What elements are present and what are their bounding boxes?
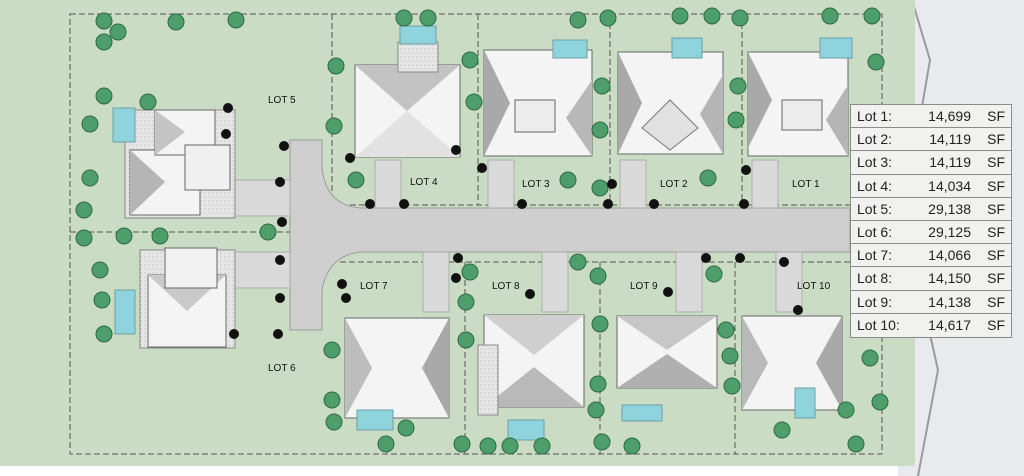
area-row-lot-5: Lot 5: 29,138 SF: [851, 198, 1011, 221]
area-value: 14,034: [928, 177, 971, 194]
house-icon: [477, 314, 585, 416]
area-row-lot-8: Lot 8: 14,150 SF: [851, 267, 1011, 291]
lot-label-9[interactable]: LOT 9: [630, 281, 658, 292]
area-row-lot-4: Lot 4: 14,034 SF: [851, 175, 1011, 198]
area-unit: SF: [987, 316, 1005, 333]
house-icon: [617, 51, 724, 155]
pool-icon: [112, 107, 136, 143]
area-unit: SF: [987, 223, 1005, 240]
area-row-lot-9: Lot 9: 14,138 SF: [851, 291, 1011, 314]
house-icon: [741, 315, 843, 411]
area-value: 14,138: [928, 293, 971, 310]
pool-icon: [621, 404, 663, 422]
area-lot-label: Lot 10:: [857, 316, 900, 333]
lot-label-6[interactable]: LOT 6: [268, 363, 296, 374]
house-icon: [124, 109, 236, 219]
area-value: 14,066: [928, 247, 971, 264]
house-icon: [354, 41, 461, 158]
area-value: 14,119: [929, 154, 971, 171]
area-row-lot-3: Lot 3: 14,119 SF: [851, 151, 1011, 175]
house-icon: [747, 51, 849, 157]
area-unit: SF: [987, 131, 1005, 148]
pool-icon: [794, 387, 816, 419]
pool-icon: [552, 39, 588, 59]
lot-label-3[interactable]: LOT 3: [522, 179, 550, 190]
house-icon: [139, 247, 236, 349]
pools: [112, 25, 853, 441]
lot-label-10[interactable]: LOT 10: [797, 281, 831, 292]
house-icon: [483, 49, 593, 157]
area-row-lot-6: Lot 6: 29,125 SF: [851, 221, 1011, 245]
pool-icon: [819, 37, 853, 59]
trees: [75, 7, 889, 455]
pool-icon: [507, 419, 545, 441]
area-value: 29,125: [928, 223, 971, 240]
driveways: [231, 159, 803, 313]
area-row-lot-10: Lot 10: 14,617 SF: [851, 314, 1011, 337]
area-unit: SF: [987, 293, 1005, 310]
area-value: 14,119: [929, 131, 971, 148]
area-lot-label: Lot 6:: [857, 223, 893, 240]
lot-labels: LOT 1 LOT 2 LOT 3 LOT 4 LOT 5 LOT 6 LOT …: [268, 95, 831, 374]
area-lot-label: Lot 3:: [857, 154, 893, 171]
area-lot-label: Lot 8:: [857, 270, 893, 287]
area-value: 14,617: [928, 316, 971, 333]
lot-area-table: Lot 1: 14,699 SF Lot 2: 14,119 SF Lot 3:…: [850, 104, 1012, 338]
area-unit: SF: [987, 108, 1005, 124]
area-lot-label: Lot 4:: [857, 177, 893, 194]
area-value: 14,699: [928, 108, 971, 124]
pool-icon: [356, 409, 394, 431]
area-unit: SF: [987, 200, 1005, 217]
lot-label-7[interactable]: LOT 7: [360, 281, 388, 292]
pool-icon: [671, 37, 703, 59]
area-unit: SF: [987, 270, 1005, 287]
area-lot-label: Lot 2:: [857, 131, 893, 148]
area-value: 14,150: [928, 270, 971, 287]
lot-label-8[interactable]: LOT 8: [492, 281, 520, 292]
area-row-lot-1: Lot 1: 14,699 SF: [851, 105, 1011, 129]
area-unit: SF: [987, 154, 1005, 171]
house-icon: [344, 317, 450, 419]
area-lot-label: Lot 1:: [857, 108, 893, 124]
lot-label-1[interactable]: LOT 1: [792, 179, 820, 190]
lot-label-4[interactable]: LOT 4: [410, 177, 438, 188]
area-unit: SF: [987, 247, 1005, 264]
pool-icon: [114, 289, 136, 335]
area-value: 29,138: [928, 200, 971, 217]
area-unit: SF: [987, 177, 1005, 194]
area-lot-label: Lot 9:: [857, 293, 893, 310]
area-lot-label: Lot 7:: [857, 247, 893, 264]
lot-label-2[interactable]: LOT 2: [660, 179, 688, 190]
area-row-lot-7: Lot 7: 14,066 SF: [851, 244, 1011, 268]
area-lot-label: Lot 5:: [857, 200, 893, 217]
palms: [221, 103, 803, 339]
lot-label-5[interactable]: LOT 5: [268, 95, 296, 106]
houses: [124, 41, 849, 419]
pool-icon: [399, 25, 437, 45]
area-row-lot-2: Lot 2: 14,119 SF: [851, 128, 1011, 152]
house-icon: [616, 315, 718, 389]
